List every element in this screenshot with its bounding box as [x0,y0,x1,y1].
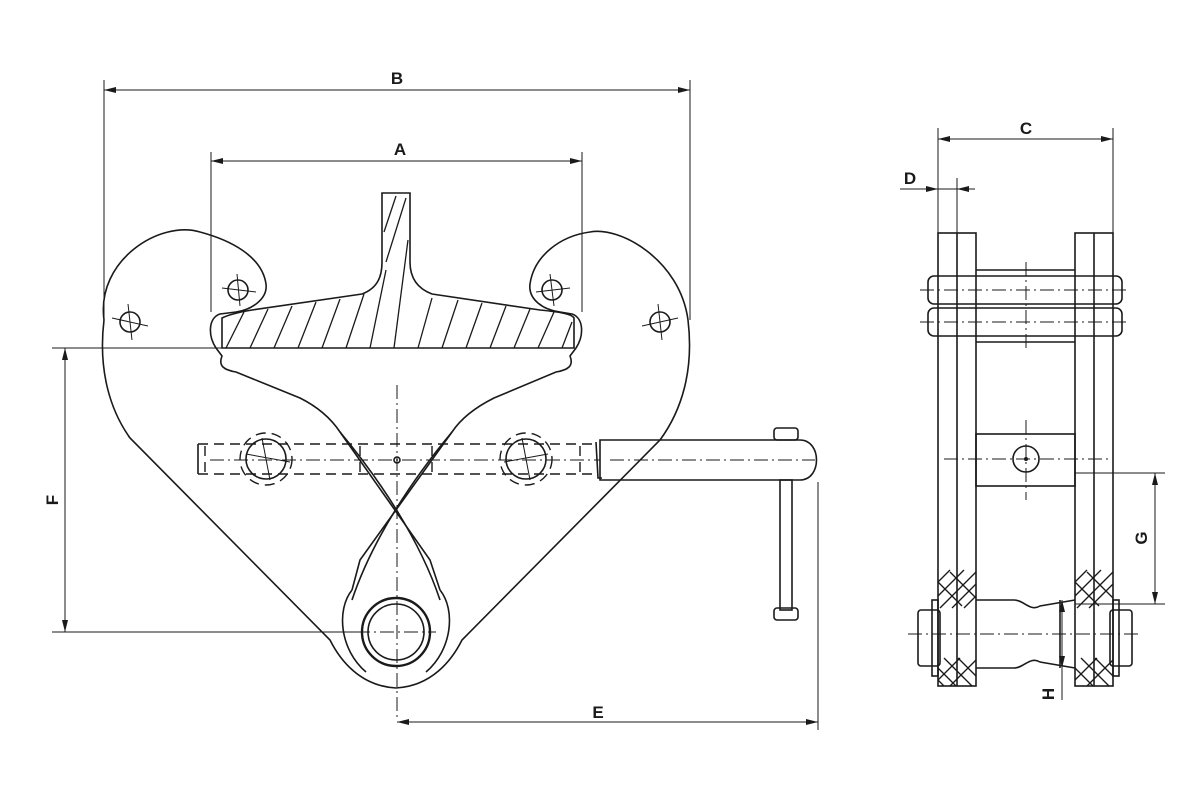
dimension-e-label: E [592,703,603,722]
rivet-upper-right [535,273,571,307]
spindle [197,432,598,486]
dimension-e: E [397,482,819,730]
nut-right [499,432,553,486]
front-view: B A F E [43,69,819,730]
clamp-inner-edge-left [339,431,441,601]
dimension-a-label: A [394,140,406,159]
pin-nut-right [1109,609,1133,667]
dimension-g-label: G [1132,531,1151,544]
dimension-f: F [43,347,362,633]
upper-bolts [920,262,1130,350]
dimension-f-label: F [43,495,62,505]
lower-hatch-right [1074,569,1114,687]
rivet-upper-left [221,273,257,307]
dimension-d-label: D [904,169,916,188]
spindle-block [944,420,1110,500]
dimension-c: C [937,119,1114,233]
handle-tube [599,439,818,481]
beam-section [221,192,575,349]
rivet-lower-right [641,303,679,341]
tommy-bar [779,479,793,611]
eye-hole-outer [360,596,432,668]
dimension-h-label: H [1039,688,1058,700]
tommy-bar-top-cap [773,427,799,441]
dimension-b-label: B [391,69,403,88]
pin-nut-left [917,609,941,667]
clamp-inner-edge-right [351,431,453,601]
dimension-a: A [210,140,583,312]
eye-lobe [341,589,451,673]
lower-pin [908,599,1140,677]
rivet-lower-left [111,303,149,341]
nut-left [239,432,293,486]
dimension-c-label: C [1020,119,1032,138]
dimension-b: B [103,69,691,320]
dimension-g: G [1075,472,1165,605]
dimension-h: H [1039,600,1065,700]
beam-flange [221,192,575,349]
dimension-d: D [900,169,975,233]
lower-hatch-left [937,569,977,687]
handle [595,427,818,621]
side-view: C D G H [900,119,1165,700]
clamp-plate-outline [101,229,691,689]
tommy-bar-bottom-cap [773,607,799,621]
